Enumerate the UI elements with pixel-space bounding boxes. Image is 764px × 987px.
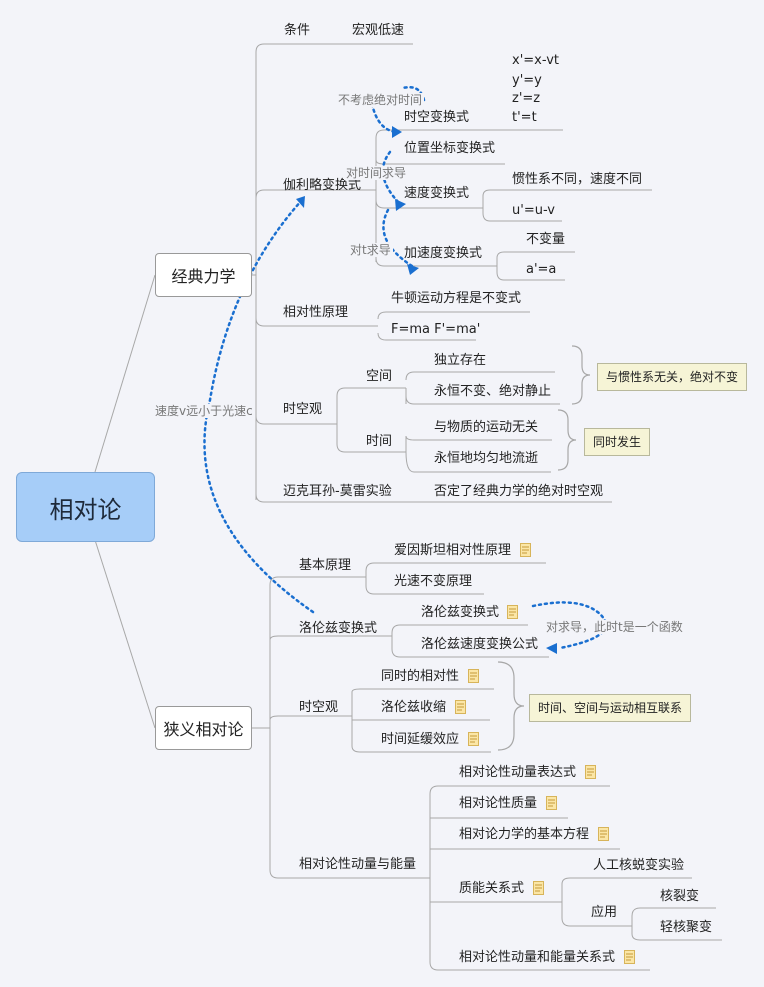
node-lorentz-a[interactable]: 洛伦兹变换式 xyxy=(421,605,500,620)
node-galilean-transform[interactable]: 伽利略变换式 xyxy=(283,178,362,193)
node-time-a[interactable]: 与物质的运动无关 xyxy=(434,420,539,435)
node-lorentz-b[interactable]: 洛伦兹速度变换公式 xyxy=(421,637,539,652)
node-acceleration-transform[interactable]: 加速度变换式 xyxy=(404,246,483,261)
node-michelson-morley[interactable]: 迈克耳孙-莫雷实验 xyxy=(283,484,392,499)
node-space-b[interactable]: 永恒不变、绝对静止 xyxy=(434,384,552,399)
rel-label-derive-t[interactable]: 对t求导 xyxy=(348,243,393,257)
node-relativity-b[interactable]: F=ma F'=ma' xyxy=(391,322,481,337)
callout-special-spacetime[interactable]: 时间、空间与运动相互联系 xyxy=(529,694,692,722)
node-velocity-b[interactable]: u'=u-v xyxy=(512,203,555,218)
node-condition-value[interactable]: 宏观低速 xyxy=(352,23,405,38)
note-icon[interactable] xyxy=(507,605,518,619)
node-velocity-transform[interactable]: 速度变换式 xyxy=(404,186,470,201)
topic-special-relativity[interactable]: 狭义相对论 xyxy=(155,706,252,750)
node-nuclear-transmutation[interactable]: 人工核蜕变实验 xyxy=(593,858,685,873)
note-icon[interactable] xyxy=(585,765,596,779)
node-simultaneity[interactable]: 同时的相对性 xyxy=(381,669,460,684)
node-einstein-relativity[interactable]: 爱因斯坦相对性原理 xyxy=(394,543,512,558)
node-mass-energy[interactable]: 质能关系式 xyxy=(459,881,525,896)
node-classical-spacetime-view[interactable]: 时空观 xyxy=(283,402,323,417)
node-time[interactable]: 时间 xyxy=(366,434,393,449)
note-icon[interactable] xyxy=(468,669,479,683)
node-time-b[interactable]: 永恒地均匀地流逝 xyxy=(434,451,539,466)
node-space-a[interactable]: 独立存在 xyxy=(434,353,487,368)
node-condition[interactable]: 条件 xyxy=(284,23,311,38)
node-basic-principles[interactable]: 基本原理 xyxy=(299,558,352,573)
formula-t: t'=t xyxy=(512,110,537,125)
node-relativity-a[interactable]: 牛顿运动方程是不变式 xyxy=(391,291,522,306)
node-fusion[interactable]: 轻核聚变 xyxy=(660,920,713,935)
node-length-contraction[interactable]: 洛伦兹收缩 xyxy=(381,700,447,715)
rel-label-no-absolute-time[interactable]: 不考虑绝对时间 xyxy=(336,93,425,107)
node-momentum-expression[interactable]: 相对论性动量表达式 xyxy=(459,765,577,780)
node-position-transform[interactable]: 位置坐标变换式 xyxy=(404,141,496,156)
note-icon[interactable] xyxy=(624,950,635,964)
note-icon[interactable] xyxy=(520,543,531,557)
note-icon[interactable] xyxy=(533,881,544,895)
rel-label-low-speed[interactable]: 速度v远小于光速c xyxy=(153,404,255,418)
node-fission[interactable]: 核裂变 xyxy=(660,889,700,904)
formula-x: x'=x-vt xyxy=(512,53,559,68)
rel-label-derive-time[interactable]: 对时间求导 xyxy=(344,166,409,180)
node-time-dilation[interactable]: 时间延缓效应 xyxy=(381,732,460,747)
topic-classical-mechanics[interactable]: 经典力学 xyxy=(155,253,252,297)
formula-z: z'=z xyxy=(512,91,541,106)
node-spacetime-transform[interactable]: 时空变换式 xyxy=(404,110,470,125)
node-acceleration-a[interactable]: 不变量 xyxy=(526,232,566,247)
node-relativistic-mass[interactable]: 相对论性质量 xyxy=(459,796,538,811)
node-space[interactable]: 空间 xyxy=(366,369,393,384)
rel-label-lorentz-derive[interactable]: 对求导，此时t是一个函数 xyxy=(544,620,685,634)
node-lorentz-transform[interactable]: 洛伦兹变换式 xyxy=(299,621,378,636)
node-velocity-a[interactable]: 惯性系不同，速度不同 xyxy=(512,172,643,187)
node-relativity-principle[interactable]: 相对性原理 xyxy=(283,305,349,320)
note-icon[interactable] xyxy=(598,827,609,841)
node-mechanics-equation[interactable]: 相对论力学的基本方程 xyxy=(459,827,590,842)
callout-space[interactable]: 与惯性系无关，绝对不变 xyxy=(597,363,748,391)
node-momentum-energy-relation[interactable]: 相对论性动量和能量关系式 xyxy=(459,950,616,965)
node-special-spacetime-view[interactable]: 时空观 xyxy=(299,700,339,715)
note-icon[interactable] xyxy=(468,732,479,746)
root-topic[interactable]: 相对论 xyxy=(16,472,155,542)
note-icon[interactable] xyxy=(455,700,466,714)
formula-y: y'=y xyxy=(512,73,542,88)
node-acceleration-b[interactable]: a'=a xyxy=(526,262,557,277)
node-application[interactable]: 应用 xyxy=(591,905,618,920)
callout-time[interactable]: 同时发生 xyxy=(584,428,651,456)
node-momentum-energy[interactable]: 相对论性动量与能量 xyxy=(299,857,417,872)
node-michelson-result[interactable]: 否定了经典力学的绝对时空观 xyxy=(434,484,604,499)
node-light-speed-invariance[interactable]: 光速不变原理 xyxy=(394,574,473,589)
note-icon[interactable] xyxy=(546,796,557,810)
